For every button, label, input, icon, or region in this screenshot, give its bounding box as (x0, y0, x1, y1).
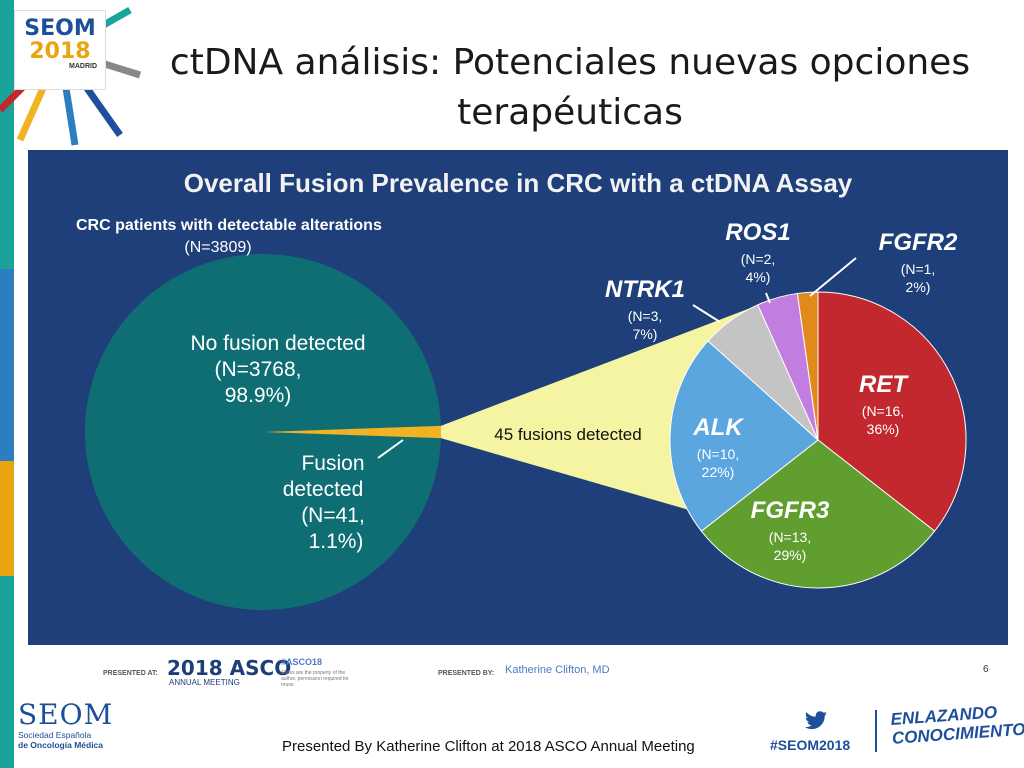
fusion-label-fgfr3: FGFR3 (751, 497, 830, 524)
fusion-label-fgfr2: FGFR2 (879, 229, 958, 256)
seom-brand-block: SEOM Sociedad Española de Oncología Médi… (18, 698, 138, 751)
decorative-bar (0, 0, 14, 768)
pie-slice-fusion-detected (263, 425, 441, 439)
ros1-leader-line (765, 292, 771, 304)
seom-brand: SEOM (18, 698, 114, 731)
presentation-credit: Presented By Katherine Clifton at 2018 A… (282, 738, 695, 755)
fusion-slice-fgfr3 (700, 439, 936, 589)
asco-hashtag: #ASCO18 (281, 657, 323, 667)
fusion-slice-alk (669, 340, 819, 532)
slogan: ENLAZANDO CONOCIMIENTO (890, 701, 1024, 748)
no-fusion-label: No fusion detected (190, 332, 365, 355)
fusion-slice-fgfr2 (796, 291, 819, 441)
fusion-label-alk: ALK (692, 414, 744, 441)
fusion-slice-ret (817, 291, 967, 532)
fusion-prevalence-chart: Overall Fusion Prevalence in CRC with a … (76, 168, 967, 611)
chart-panel: Overall Fusion Prevalence in CRC with a … (28, 150, 1008, 645)
fusion-label-ret: RET (859, 371, 909, 398)
seom-2018-logo: SEOM 2018 MADRID (14, 10, 106, 90)
fusion-detected-pct-label: 1.1%) (309, 530, 364, 553)
twitter-icon (805, 711, 827, 730)
connector-label: 45 fusions detected (494, 425, 641, 444)
fusion-detected-label-1: Fusion (301, 452, 364, 475)
seom-hashtag: #SEOM2018 (770, 737, 851, 753)
seom-subtitle-2: de Oncología Médica (18, 740, 104, 750)
fusion-detected-label-2: detected (283, 478, 364, 501)
logo-year-text: 2018 (29, 39, 91, 64)
fusion-n-label-alk: (N=10, (697, 446, 739, 462)
logo-seom-text: SEOM (24, 16, 96, 41)
divider (875, 710, 877, 752)
fusion-leader-line (377, 439, 404, 459)
fusion-pct-label-fgfr3: 29%) (774, 547, 807, 563)
slide-title: ctDNA análisis: Potenciales nuevas opcio… (140, 38, 1000, 138)
presenter-name: Katherine Clifton, MD (505, 664, 610, 676)
seom-subtitle-1: Sociedad Española (18, 730, 92, 740)
fusion-n-label-ros1: (N=2, (741, 251, 776, 267)
fgfr2-leader-line (809, 257, 857, 297)
logo-city-text: MADRID (69, 63, 97, 70)
fusion-label-ros1: ROS1 (725, 219, 790, 246)
slide-footer: PRESENTED AT: 2018 ASCO ANNUAL MEETING #… (28, 652, 1008, 694)
chart-title: Overall Fusion Prevalence in CRC with a … (184, 168, 853, 198)
fusion-label-ntrk1: NTRK1 (605, 276, 685, 303)
fusion-n-label-fgfr3: (N=13, (769, 529, 811, 545)
asco-year-text: 2018 ASCO (167, 656, 292, 680)
ntrk1-leader-line (692, 304, 721, 323)
no-fusion-n-label: (N=3768, (215, 358, 302, 381)
page-number: 6 (983, 664, 989, 675)
presented-at-label: PRESENTED AT: (103, 670, 158, 677)
pie-slice-no-fusion-detected (84, 254, 441, 611)
fusion-pct-label-ret: 36%) (867, 421, 900, 437)
fusion-detected-n-label: (N=41, (301, 504, 365, 527)
no-fusion-pct-label: 98.9%) (225, 384, 292, 407)
fusion-n-label-ret: (N=16, (862, 403, 904, 419)
slide-title-line1: ctDNA análisis: Potenciales nuevas opcio… (169, 42, 971, 83)
fusion-pct-label-fgfr2: 2%) (906, 279, 931, 295)
slide-property-note: Slides are the property of the author, p… (281, 670, 349, 688)
main-pie-label: CRC patients with detectable alterations (76, 217, 382, 234)
fusion-pct-label-alk: 22%) (702, 464, 735, 480)
fusion-pct-label-ntrk1: 7%) (633, 326, 658, 342)
slide-title-line2: terapéuticas (457, 92, 683, 133)
asco-annual-meeting-text: ANNUAL MEETING (169, 678, 240, 687)
fusion-n-label-ntrk1: (N=3, (628, 308, 663, 324)
fusion-n-label-fgfr2: (N=1, (901, 261, 936, 277)
fusion-pct-label-ros1: 4%) (746, 269, 771, 285)
presented-by-label: PRESENTED BY: (438, 670, 495, 677)
main-pie-n-label: (N=3809) (184, 239, 251, 256)
